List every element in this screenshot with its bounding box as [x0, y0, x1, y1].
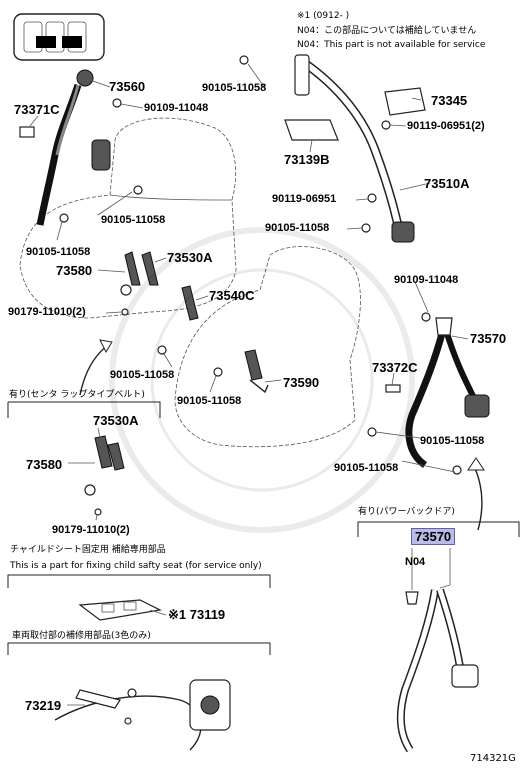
part-label-90179-11010-a[interactable]: 90179-11010(2) [8, 306, 86, 318]
vehicle-icon [13, 13, 105, 61]
part-label-73560[interactable]: 73560 [109, 79, 146, 94]
part-label-73590[interactable]: 73590 [283, 375, 320, 390]
bolt-90119-06951-b [367, 193, 377, 203]
footnote-line-en: N04：This part is not available for servi… [297, 40, 486, 50]
leader-lines [29, 63, 469, 706]
pointer-arrow-right [474, 467, 483, 531]
part-label-73510A[interactable]: 73510A [424, 176, 470, 191]
bolt-90105-11058-a [133, 185, 143, 195]
bolt-90105-11058-e [361, 223, 371, 233]
buckle-73590 [244, 349, 269, 394]
pointer-arrow-left-head [99, 339, 113, 354]
section-title-power-back-door: 有り(パワーバックドア) [358, 507, 455, 517]
section-title-child-seat-jp: チャイルドシート固定用 補給専用部品 [10, 545, 166, 555]
footnote-ref: ※1 (0912- ) [297, 11, 350, 21]
footnote-line-jp: N04：この部品については補給していません [297, 26, 477, 36]
part-label-90109-11048-a[interactable]: 90109-11048 [144, 102, 209, 114]
part-label-90109-11048-b[interactable]: 90109-11048 [394, 274, 459, 286]
belt-73510A [294, 54, 415, 243]
part-label-90179-11010-b[interactable]: 90179-11010(2) [52, 524, 130, 536]
belt-73570-a [405, 317, 490, 468]
part-label-90119-06951-b[interactable]: 90119-06951 [272, 193, 337, 205]
part-label-73570-a[interactable]: 73570 [470, 331, 507, 346]
section-body-repair [7, 642, 271, 751]
part-label-73530A-b[interactable]: 73530A [93, 413, 139, 428]
bolt-90105-11058-h [452, 465, 462, 475]
anchor-73371C [19, 126, 35, 138]
diagram-id: 714321G [470, 753, 516, 764]
part-label-73530A-a[interactable]: 73530A [167, 250, 213, 265]
part-label-73580-a[interactable]: 73580 [56, 263, 93, 278]
bolt-90105-11058-b [59, 213, 69, 223]
anchor-73372C [385, 384, 401, 393]
section-title-body-repair: 車両取付部の補修用部品(3色のみ) [12, 631, 151, 641]
bolt-90109-11048-b [421, 312, 431, 322]
bolt-90105-11058-f [213, 367, 223, 377]
part-label-90119-06951-a[interactable]: 90119-06951(2) [407, 120, 485, 132]
pointer-arrow-left [79, 344, 109, 396]
part-label-73540C[interactable]: 73540C [209, 288, 255, 303]
part-label-73570-b-highlighted[interactable]: 73570 [411, 528, 456, 545]
part-label-73219[interactable]: 73219 [25, 698, 62, 713]
part-label-90105-11058-d[interactable]: 90105-11058 [26, 246, 91, 258]
buckle-73540C [181, 285, 199, 321]
bolt-90105-11058-c [157, 345, 167, 355]
part-label-N04[interactable]: N04 [405, 556, 426, 568]
watermark [109, 227, 415, 533]
part-label-90105-11058-b[interactable]: 90105-11058 [265, 222, 330, 234]
belt-73560 [36, 69, 111, 226]
part-label-90105-11058-h[interactable]: 90105-11058 [334, 462, 399, 474]
rear-seat-outline [19, 117, 237, 319]
part-label-90105-11058-f[interactable]: 90105-11058 [177, 395, 242, 407]
part-label-73371C[interactable]: 73371C [14, 102, 60, 117]
bracket-73139B [284, 119, 339, 141]
part-label-73139B[interactable]: 73139B [284, 152, 330, 167]
section-title-center-lap: 有り(センタ ラップタイプベルト) [9, 390, 145, 400]
section-power-back-door [357, 521, 520, 753]
bolt-90179-11010-a [121, 308, 129, 316]
part-label-90105-11058-g[interactable]: 90105-11058 [420, 435, 485, 447]
section-title-child-seat-en: This is a part for fixing child safty se… [10, 561, 262, 571]
section-child-seat [7, 574, 271, 621]
pointer-arrow-right-head [467, 457, 485, 471]
part-label-73119[interactable]: ※1 73119 [168, 607, 226, 622]
bolt-90119-06951-a [381, 120, 391, 130]
section-center-lap [7, 401, 161, 516]
part-label-90105-11058-c[interactable]: 90105-11058 [101, 214, 166, 226]
bolt-90109-11048-a [112, 98, 122, 108]
part-label-90105-11058-a[interactable]: 90105-11058 [202, 82, 267, 94]
bolt-90105-11058-g [367, 427, 377, 437]
bracket-73345 [384, 87, 426, 116]
part-label-90105-11058-e[interactable]: 90105-11058 [110, 369, 175, 381]
third-row-seat-outline [174, 246, 361, 448]
buckle-73530A-a [120, 251, 159, 296]
bolt-90105-11058-d [239, 55, 249, 65]
part-label-73580-b[interactable]: 73580 [26, 457, 63, 472]
part-label-73372C[interactable]: 73372C [372, 360, 418, 375]
part-label-73345[interactable]: 73345 [431, 93, 468, 108]
